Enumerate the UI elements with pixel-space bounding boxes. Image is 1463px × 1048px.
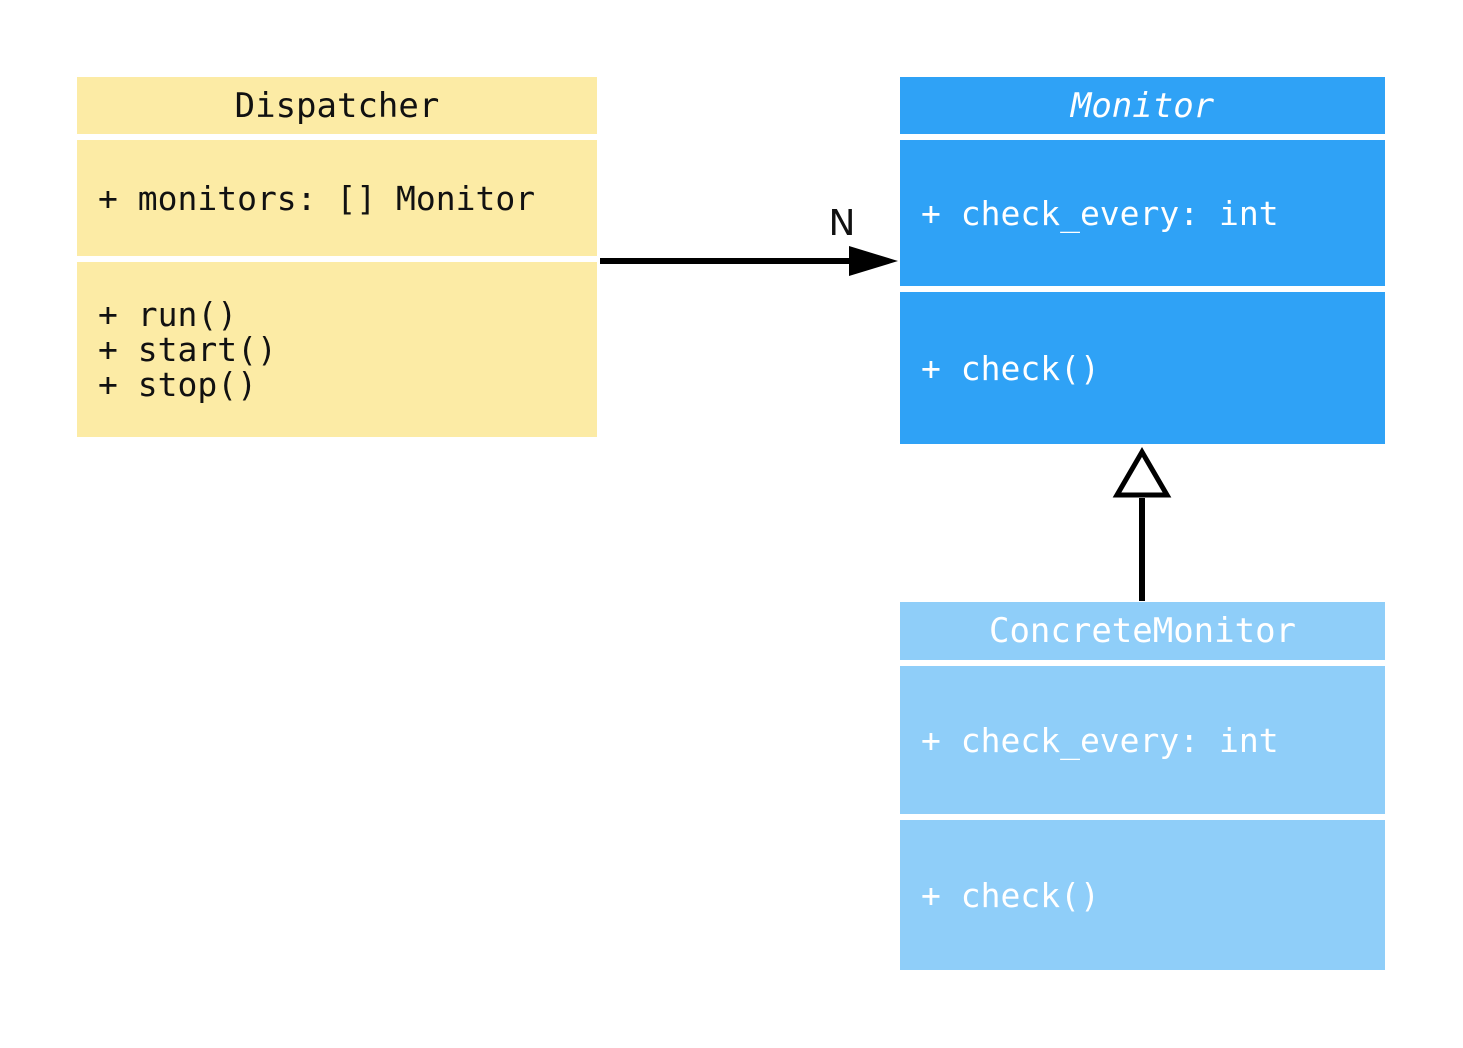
method-line: + check() bbox=[921, 875, 1100, 915]
class-node-dispatcher[interactable]: Dispatcher + monitors: [] Monitor + run(… bbox=[77, 77, 597, 437]
method-line: + stop() bbox=[98, 365, 257, 404]
multiplicity-label: N bbox=[828, 203, 856, 244]
attribute-line: + check_every: int bbox=[921, 193, 1279, 233]
class-node-monitor[interactable]: Monitor + check_every: int + check() bbox=[900, 77, 1385, 444]
method-line: + start() bbox=[98, 330, 277, 369]
inheritance-arrow-concrete-to-monitor bbox=[1112, 447, 1172, 601]
class-methods-monitor: + check() bbox=[900, 292, 1385, 444]
class-title-dispatcher: Dispatcher bbox=[77, 77, 597, 134]
class-attributes-monitor: + check_every: int bbox=[900, 140, 1385, 286]
method-line: + check() bbox=[921, 348, 1100, 388]
attribute-line: + check_every: int bbox=[921, 720, 1279, 760]
method-line: + run() bbox=[98, 295, 238, 334]
association-arrow-dispatcher-to-monitor bbox=[600, 246, 898, 276]
class-node-concrete-monitor[interactable]: ConcreteMonitor + check_every: int + che… bbox=[900, 602, 1385, 970]
class-title-concrete-monitor: ConcreteMonitor bbox=[900, 602, 1385, 660]
class-attributes-dispatcher: + monitors: [] Monitor bbox=[77, 140, 597, 256]
class-methods-dispatcher: + run() + start() + stop() bbox=[77, 262, 597, 437]
class-attributes-concrete-monitor: + check_every: int bbox=[900, 666, 1385, 814]
attribute-line: + monitors: [] Monitor bbox=[98, 178, 536, 218]
class-methods-concrete-monitor: + check() bbox=[900, 820, 1385, 970]
class-title-monitor: Monitor bbox=[900, 77, 1385, 134]
